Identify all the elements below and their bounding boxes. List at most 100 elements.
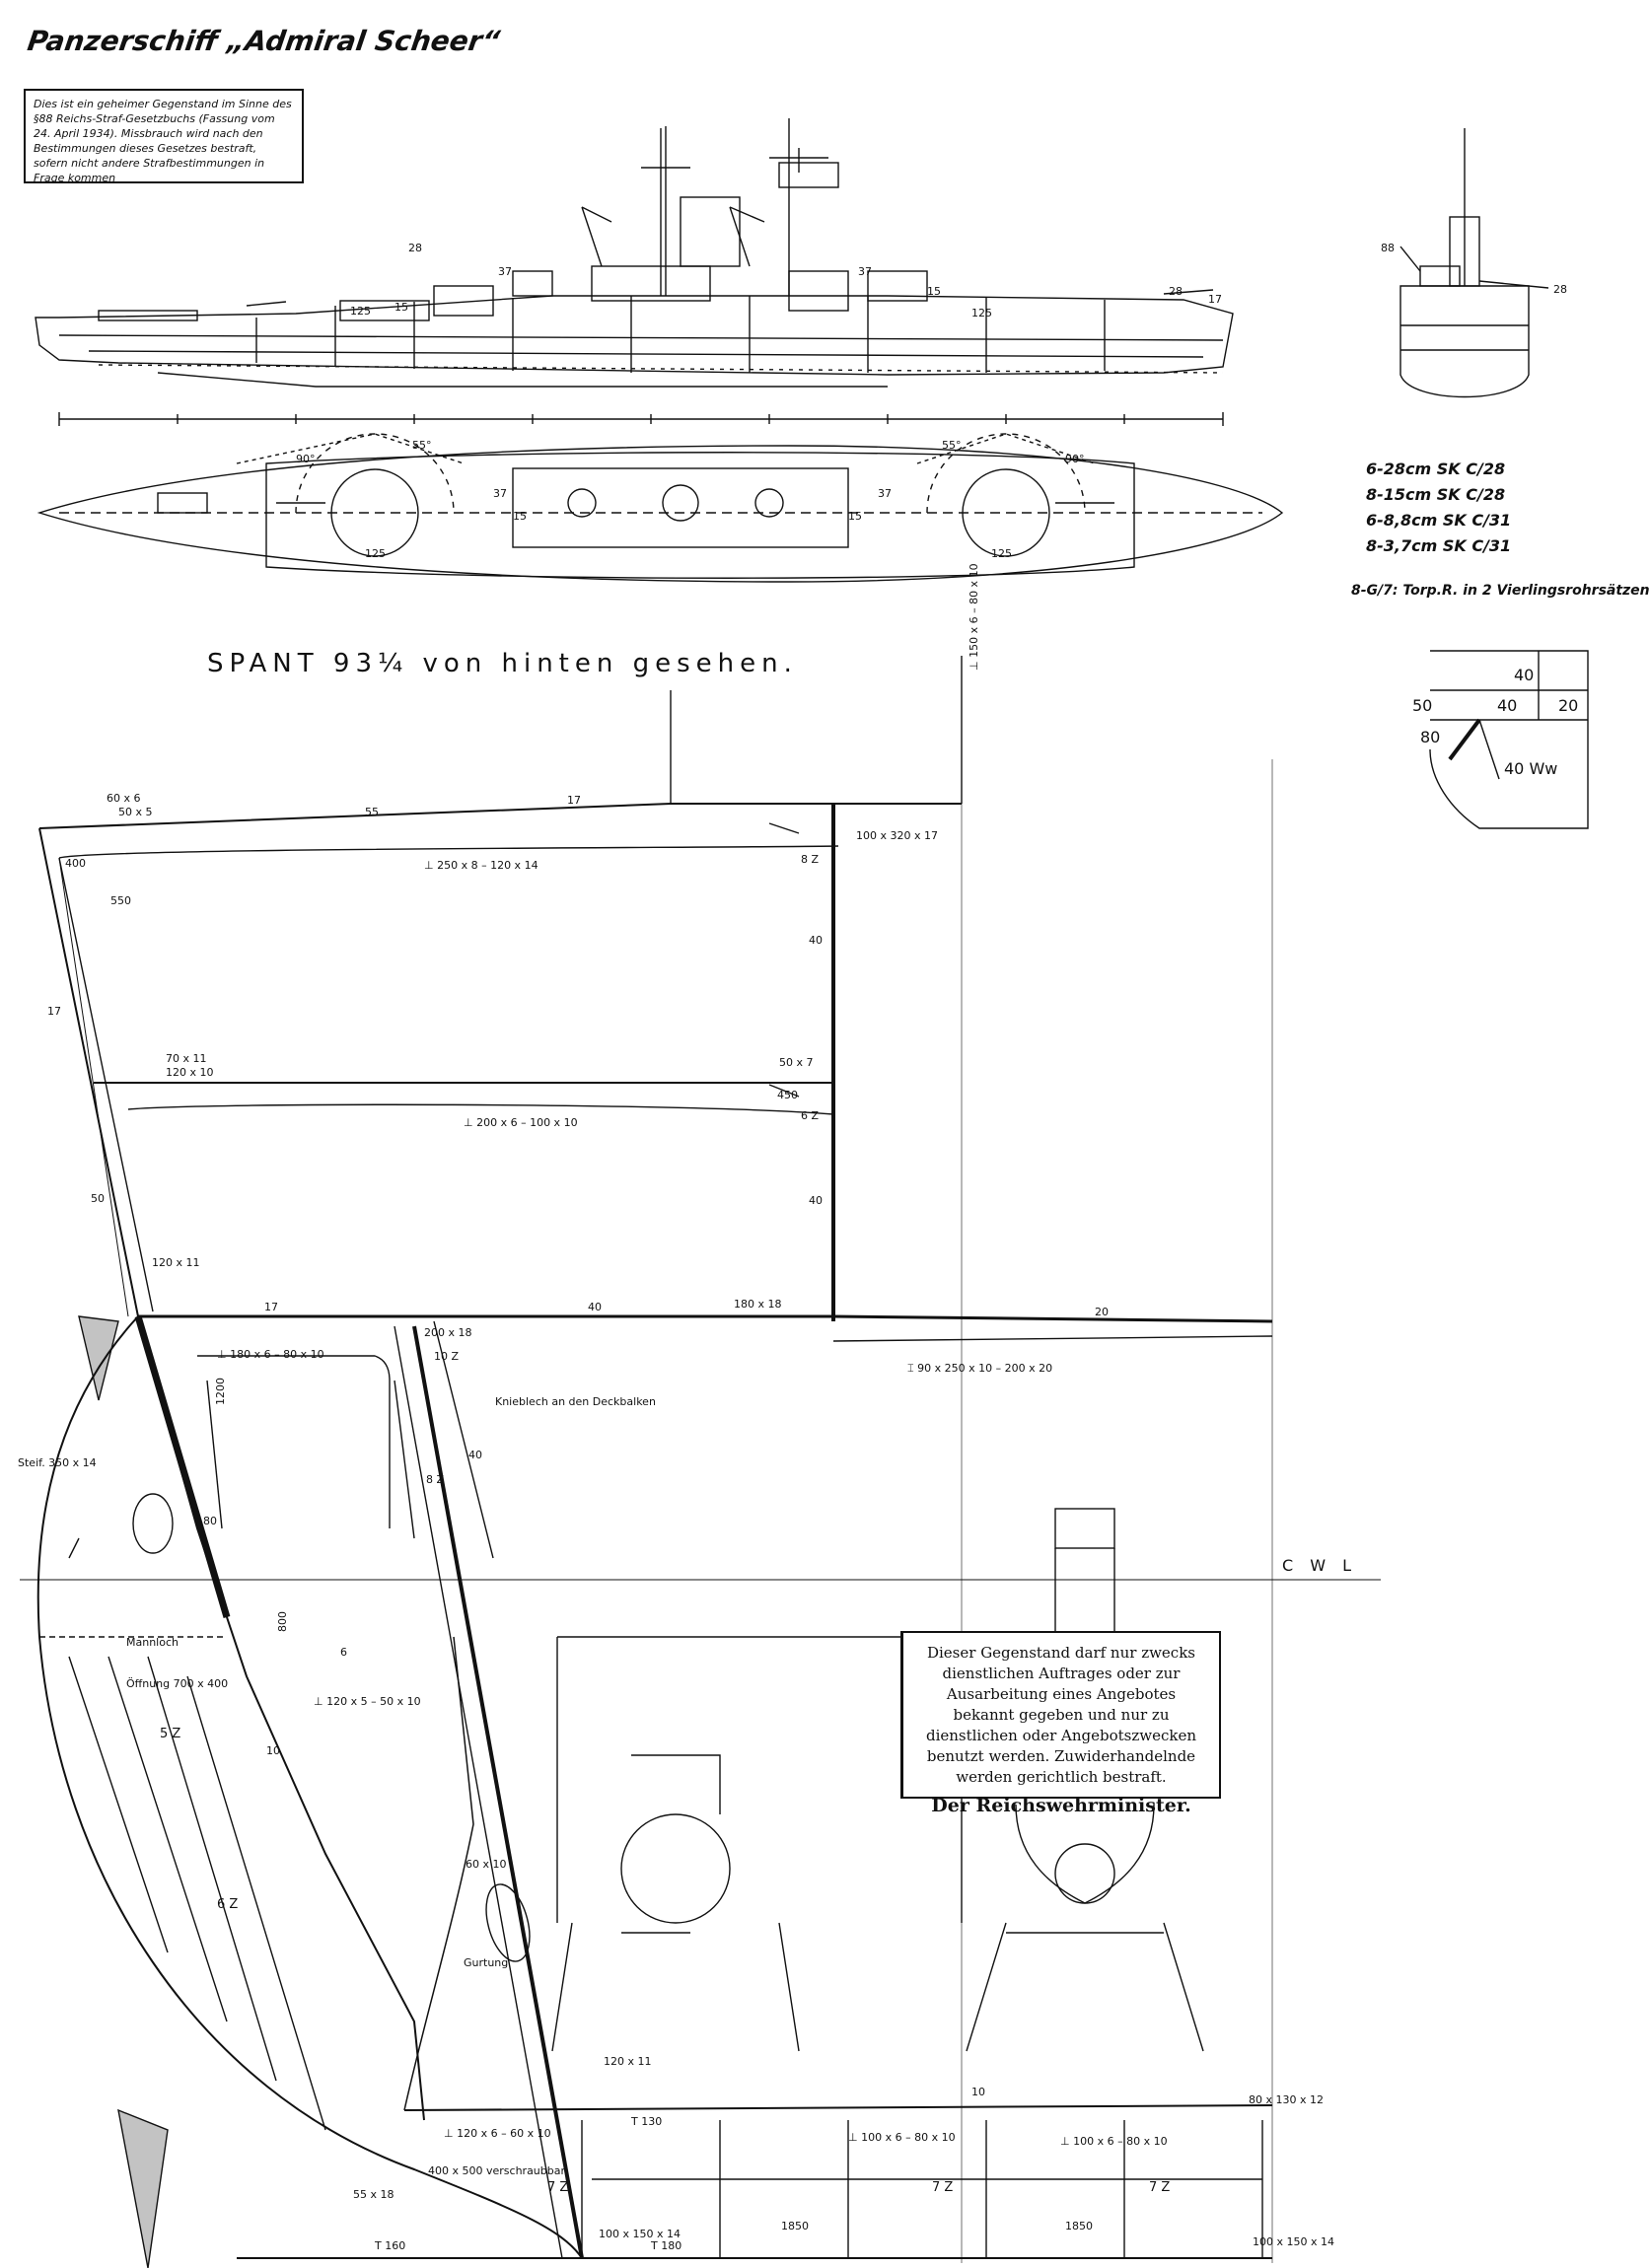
plan-label: 15	[848, 510, 862, 523]
ship-profile	[35, 118, 1234, 388]
dimension-label: 1850	[781, 2220, 809, 2233]
dimension-label: Steif. 350 x 14	[18, 1456, 97, 1469]
dimension-label: 40	[588, 1301, 602, 1313]
dimension-label: 17	[567, 794, 581, 807]
dimension-label: 100 x 320 x 17	[856, 829, 938, 842]
armor-label: 40	[1497, 696, 1518, 715]
compartment-label: 5 Z	[160, 1727, 181, 1741]
dimension-label: 50 x 5	[118, 806, 153, 818]
cwl-label: C W L	[1282, 1556, 1358, 1575]
armor-label: 50	[1412, 696, 1433, 715]
dimension-label: 70 x 11	[166, 1052, 207, 1065]
dimension-label: 100 x 150 x 14	[599, 2228, 681, 2240]
plan-label: 37	[493, 487, 507, 500]
dimension-label: 400	[65, 857, 86, 870]
profile-label: 15	[395, 301, 408, 314]
dimension-label: T 180	[651, 2239, 682, 2252]
dimension-label: 8 Z	[801, 853, 820, 866]
dimension-label: 1200	[214, 1378, 227, 1405]
dimension-label: 400 x 500 verschraubbar	[428, 2164, 566, 2177]
compartment-label: 6 Z	[217, 1897, 239, 1912]
dimension-label: Mannloch	[126, 1636, 179, 1649]
ship-plan-view	[36, 433, 1284, 583]
plan-label: 55°	[412, 439, 432, 452]
dimension-label: 180 x 18	[734, 1298, 782, 1311]
dimension-label: ⊥ 120 x 6 – 60 x 10	[444, 2127, 551, 2140]
dimension-label: Gurtung	[464, 1956, 509, 1969]
plan-label: 90°	[1065, 453, 1085, 465]
dimension-label: 200 x 18	[424, 1326, 472, 1339]
dimension-label: 17	[47, 1005, 61, 1018]
dimension-label: 20	[1095, 1306, 1109, 1318]
dimension-label: 1850	[1065, 2220, 1093, 2233]
plan-label: 90°	[296, 453, 316, 465]
dimension-label: 60 x 10	[466, 1858, 507, 1871]
dimension-label: ⊥ 100 x 6 – 80 x 10	[1060, 2135, 1168, 2148]
plan-label: 37	[878, 487, 892, 500]
ship-end-view	[1399, 128, 1549, 398]
dimension-label: 800	[276, 1611, 289, 1632]
dimension-label: 120 x 11	[604, 2055, 652, 2068]
plan-label: 125	[991, 547, 1012, 560]
profile-label: 125	[971, 307, 992, 319]
dimension-label: Knieblech an den Deckbalken	[495, 1395, 656, 1408]
dimension-label: ⌶ 90 x 250 x 10 – 200 x 20	[907, 1362, 1053, 1375]
dimension-label: 120 x 11	[152, 1256, 200, 1269]
profile-label: 88	[1381, 242, 1395, 254]
scale-bar	[58, 412, 1224, 426]
plan-label: 125	[365, 547, 386, 560]
dimension-label: ⊥ 250 x 8 – 120 x 14	[424, 859, 538, 872]
section-title: SPANT 93¼ von hinten gesehen.	[207, 649, 798, 678]
armament-secondary: 8-15cm SK C/28	[1366, 485, 1506, 504]
armament-light-aa: 8-3,7cm SK C/31	[1366, 536, 1512, 555]
profile-label: 28	[1553, 283, 1567, 296]
dimension-label: 50	[91, 1192, 105, 1205]
dimension-label: 450	[777, 1089, 798, 1101]
dimension-label: 6 Z	[801, 1109, 820, 1122]
dimension-label: 100 x 150 x 14	[1253, 2235, 1334, 2248]
profile-label: 28	[408, 242, 422, 254]
armor-label: 40	[1514, 666, 1535, 684]
armor-label: 40 Ww	[1504, 759, 1558, 778]
notice-text: Dieser Gegenstand darf nur zwecks dienst…	[925, 1644, 1197, 1786]
plan-label: 55°	[942, 439, 962, 452]
armor-thickness-sketch	[1429, 650, 1589, 829]
frame-section-drawing	[20, 656, 1381, 2268]
dimension-label: 55	[365, 806, 379, 818]
dimension-label: 60 x 6	[107, 792, 141, 805]
armament-heavy-aa: 6-8,8cm SK C/31	[1366, 511, 1512, 530]
dimension-label: ⊥ 120 x 5 – 50 x 10	[314, 1695, 421, 1708]
dimension-label: ⊥ 150 x 6 – 80 x 10	[968, 563, 980, 671]
dimension-label: T 160	[375, 2239, 406, 2252]
profile-label: 15	[927, 285, 941, 298]
armament-main: 6-28cm SK C/28	[1366, 460, 1506, 478]
dimension-label: 550	[110, 894, 131, 907]
profile-label: 17	[1208, 293, 1222, 306]
profile-label: 28	[1169, 285, 1183, 298]
dimension-label: 80	[203, 1515, 217, 1527]
torpedo-note: 8-G/7: Torp.R. in 2 Vierlingsrohrsätzen	[1351, 583, 1650, 599]
profile-label: 125	[350, 305, 371, 318]
profile-label: 37	[858, 265, 872, 278]
plan-label: 15	[513, 510, 527, 523]
dimension-label: 80 x 130 x 12	[1249, 2093, 1324, 2106]
dimension-label: ⊥ 200 x 6 – 100 x 10	[464, 1116, 578, 1129]
dimension-label: 8 Z	[426, 1473, 445, 1486]
dimension-label: ⊥ 180 x 6 – 80 x 10	[217, 1348, 324, 1361]
dimension-label: T 130	[631, 2115, 663, 2128]
dimension-label: 55 x 18	[353, 2188, 395, 2201]
secrecy-stamp: Dies ist ein geheimer Gegenstand im Sinn…	[24, 89, 304, 184]
dimension-label: 40	[809, 934, 823, 947]
dimension-label: 40	[468, 1449, 482, 1461]
dimension-label: 10	[971, 2086, 985, 2098]
compartment-label: 7 Z	[547, 2180, 569, 2195]
armor-label: 80	[1420, 728, 1441, 746]
dimension-label: 10	[266, 1744, 280, 1757]
dimension-label: ⊥ 100 x 6 – 80 x 10	[848, 2131, 956, 2144]
compartment-label: 7 Z	[1149, 2180, 1171, 2195]
usage-restriction-notice: Dieser Gegenstand darf nur zwecks dienst…	[900, 1631, 1221, 1816]
dimension-label: 17	[264, 1301, 278, 1313]
dimension-label: 120 x 10	[166, 1066, 214, 1079]
armor-label: 20	[1558, 696, 1579, 715]
